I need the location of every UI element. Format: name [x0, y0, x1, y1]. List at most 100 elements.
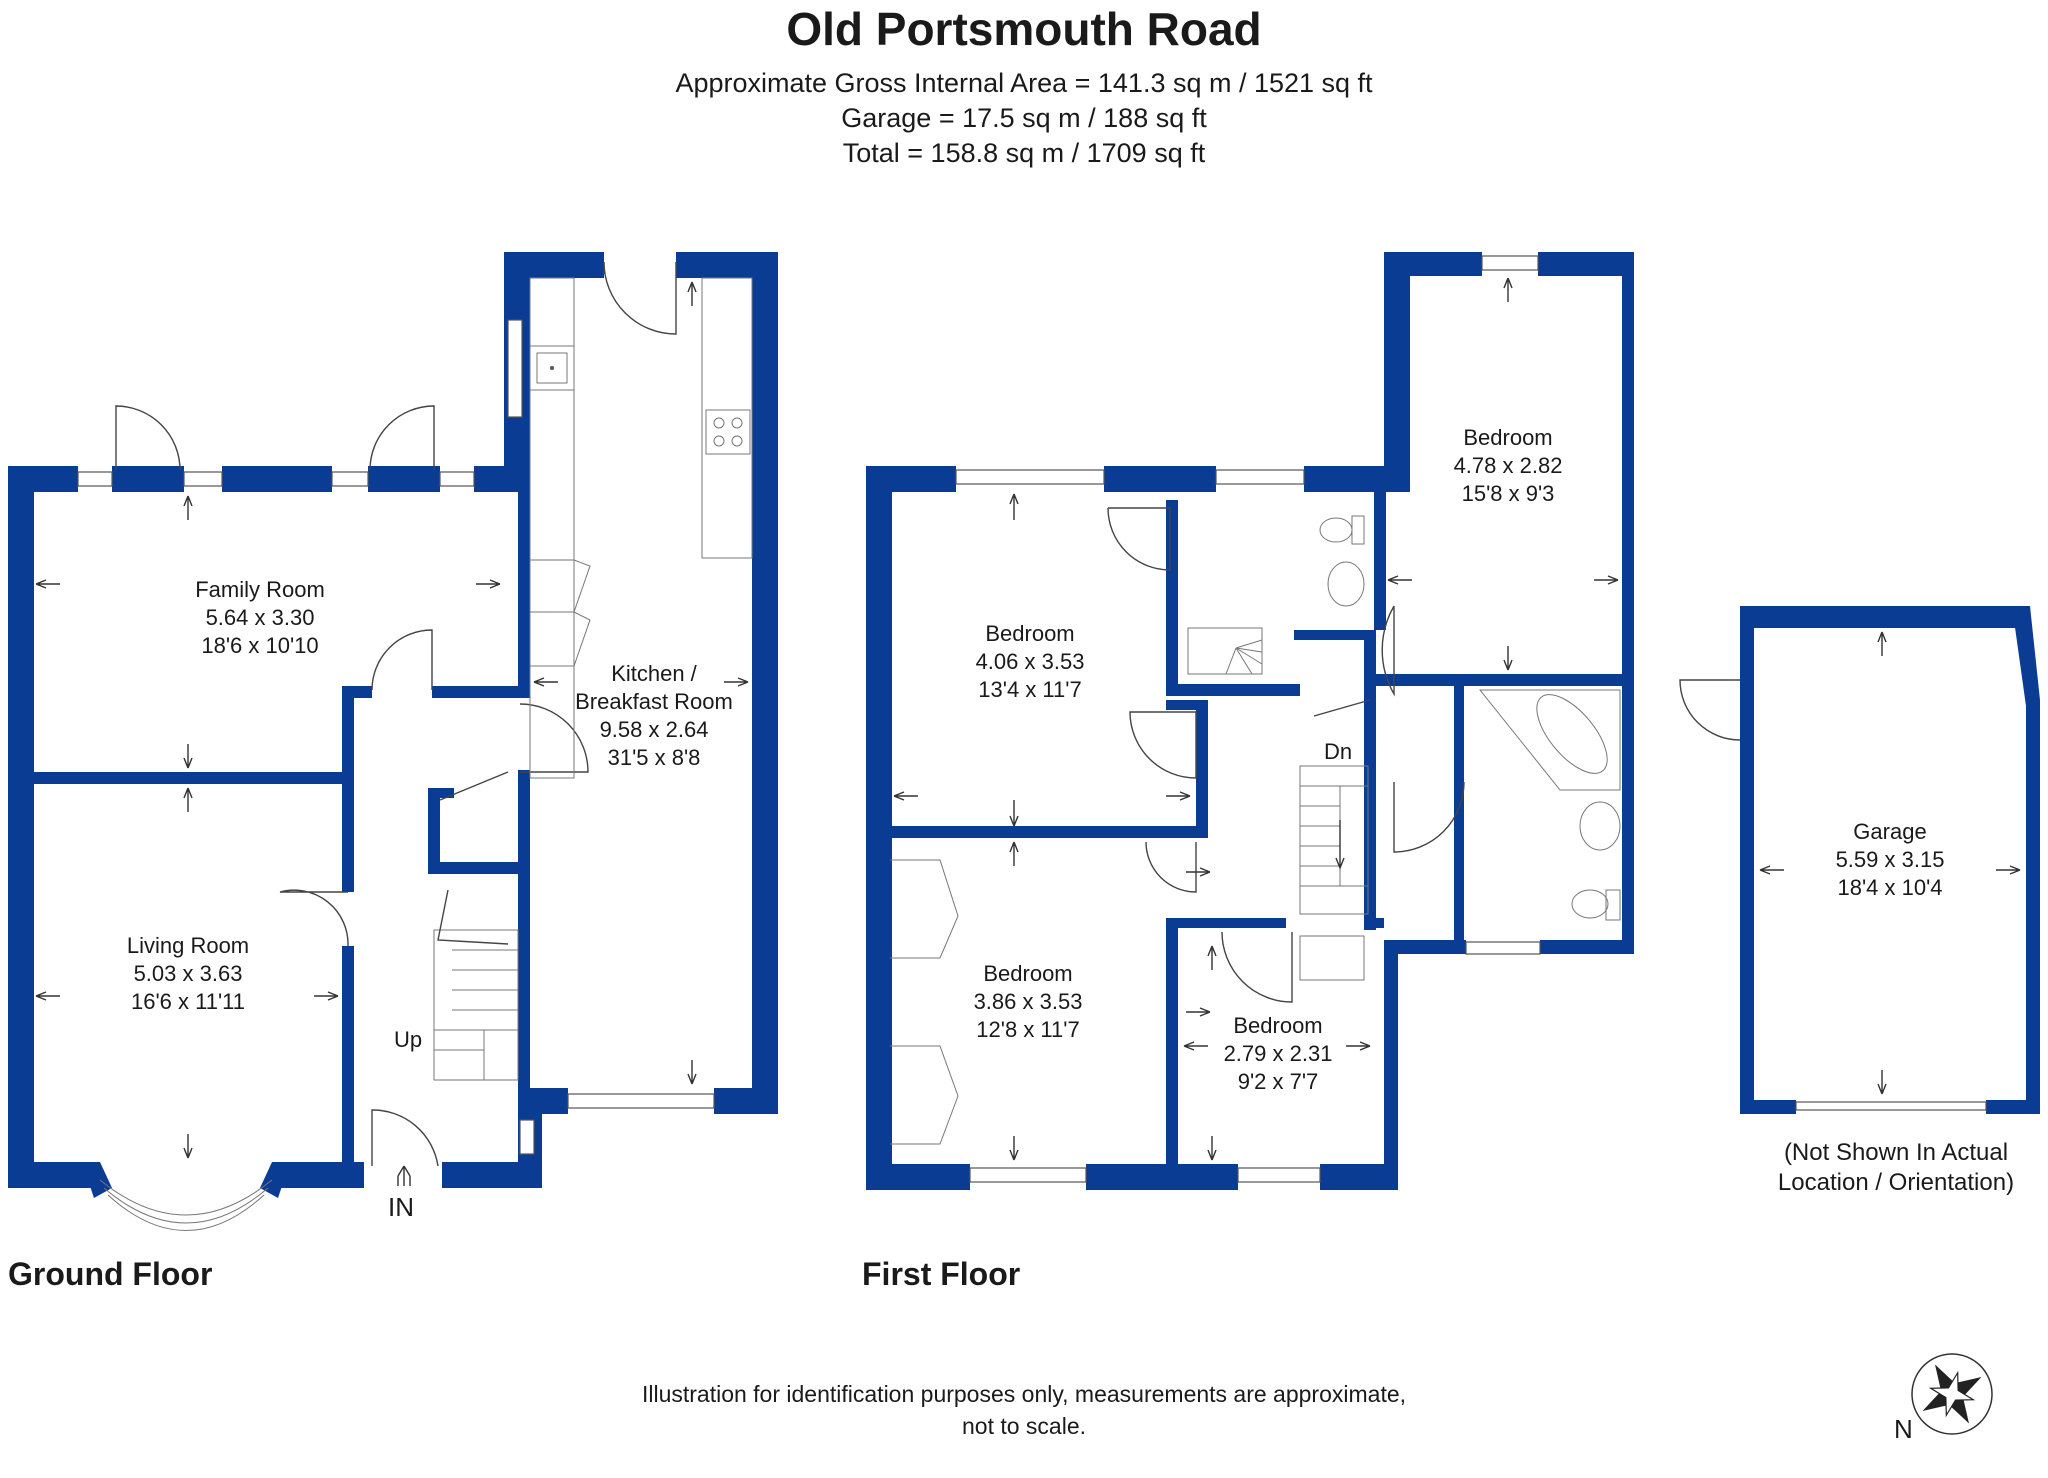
- ff-bed4-top-wall-right: [1364, 918, 1384, 928]
- ff-cupboard-door: [1313, 699, 1371, 717]
- room-name: Bedroom: [1463, 425, 1553, 450]
- ff-bed1-corner: [1166, 700, 1206, 710]
- room-imperial: 12'8 x 11'7: [976, 1017, 1080, 1042]
- ff-bed1-right-wall: [1196, 700, 1208, 836]
- area-line-2: Garage = 17.5 sq m / 188 sq ft: [841, 103, 1207, 133]
- ff-wall-top-1: [866, 466, 956, 492]
- stairs-top-flight: [437, 889, 509, 945]
- first-floor-label: First Floor: [862, 1256, 1021, 1292]
- room-imperial: 16'6 x 11'11: [130, 989, 245, 1014]
- ground-floor-label: Ground Floor: [8, 1256, 213, 1292]
- ff-bed-master-bottom: [1372, 674, 1622, 686]
- family-window-3: [331, 471, 369, 487]
- stairs-down-label: Dn: [1323, 739, 1353, 764]
- ff-wall-top-3: [1304, 466, 1386, 492]
- front-door: [371, 1109, 439, 1167]
- hall-wall-left-lower: [342, 946, 354, 1166]
- room-imperial: 15'8 x 9'3: [1461, 481, 1555, 506]
- room-name: Family Room: [195, 577, 325, 602]
- room-metric: 2.79 x 2.31: [1223, 1041, 1333, 1066]
- ff-bath2-window: [1215, 469, 1305, 485]
- ff-wall-bottom-2: [1086, 1164, 1238, 1190]
- ff-wall-master-top-left: [1384, 252, 1482, 276]
- ff-wall-bath-bottom-right: [1540, 940, 1634, 954]
- hall-window-small: [519, 1119, 535, 1155]
- basin-bathroom: [1579, 801, 1621, 851]
- ff-wall-left: [866, 466, 892, 1190]
- room-name: Living Room: [126, 933, 250, 958]
- family-french-door-left: [115, 405, 181, 471]
- family-window-2: [183, 471, 223, 487]
- ff-bed4-door: [1221, 931, 1293, 1003]
- ff-bed4-top-wall: [1166, 918, 1286, 928]
- room-metric: 9.58 x 2.64: [599, 717, 709, 742]
- room-name: Bedroom: [983, 961, 1073, 986]
- basin-ensuite: [1327, 561, 1365, 607]
- plan-title: Old Portsmouth Road: [786, 3, 1262, 55]
- garage-note: (Not Shown In Actual Location / Orientat…: [1756, 1138, 2036, 1198]
- family-kitchen-joint: [504, 417, 530, 492]
- ff-bath-door: [1393, 781, 1465, 853]
- room-metric: 4.78 x 2.82: [1453, 453, 1563, 478]
- bath-tub: [1536, 694, 1608, 774]
- ff-cupboard-top: [1294, 630, 1374, 640]
- kitchen-window-side: [507, 319, 523, 418]
- room-metric: 5.59 x 3.15: [1835, 847, 1945, 872]
- cupboard-wall-bottom: [428, 862, 518, 874]
- room-imperial: 9'2 x 7'7: [1237, 1069, 1319, 1094]
- room-name: Bedroom: [1233, 1013, 1323, 1038]
- room-imperial: 18'4 x 10'4: [1837, 875, 1943, 900]
- compass-icon: [1911, 1353, 1993, 1435]
- hall-wall-top-left: [342, 686, 372, 698]
- room-imperial: 31'5 x 8'8: [607, 745, 701, 770]
- sink: [529, 345, 575, 391]
- garage-door: [1795, 1101, 1987, 1111]
- family-french-door-right: [369, 405, 435, 471]
- room-name-line1: Kitchen /: [611, 661, 697, 686]
- ff-bath2-bottom-wall: [1166, 684, 1300, 696]
- ff-wall-bath-bottom-left: [1384, 940, 1466, 954]
- ff-bed1-window: [955, 469, 1105, 485]
- ff-bed3-window: [969, 1167, 1087, 1183]
- room-garage: Garage 5.59 x 3.15 18'4 x 10'4: [1790, 818, 1990, 902]
- ff-wall-bottom-1: [866, 1164, 970, 1190]
- area-line-1: Approximate Gross Internal Area = 141.3 …: [675, 68, 1373, 98]
- garage-note-line-2: Location / Orientation): [1777, 1169, 2015, 1196]
- dimension-arrows-first: [893, 277, 1619, 1161]
- room-name-line2: Breakfast Room: [575, 689, 733, 714]
- kitchen-wall-inner-left: [518, 770, 530, 1100]
- room-metric: 5.64 x 3.30: [205, 605, 315, 630]
- hob: [705, 409, 751, 455]
- dimension-arrows-ground: [35, 281, 749, 1186]
- family-hall-door: [371, 629, 433, 691]
- ff-master-window: [1481, 255, 1539, 271]
- room-bedroom-3: Bedroom 3.86 x 3.53 12'8 x 11'7: [928, 960, 1128, 1044]
- wc-ensuite: [1319, 517, 1353, 543]
- room-name: Bedroom: [985, 621, 1075, 646]
- family-living-divider: [34, 772, 350, 784]
- family-wall-top-3: [222, 466, 332, 492]
- kitchen-back-door: [603, 261, 677, 335]
- kitchen-wall-top-left: [504, 252, 604, 278]
- room-bedroom-2: Bedroom 4.78 x 2.82 15'8 x 9'3: [1408, 424, 1608, 508]
- room-metric: 3.86 x 3.53: [973, 989, 1083, 1014]
- garage-side-door: [1679, 679, 1741, 741]
- area-line-3: Total = 158.8 sq m / 1709 sq ft: [842, 138, 1206, 168]
- ff-wall-right: [1622, 252, 1634, 954]
- family-window-4: [439, 471, 475, 487]
- cupboard-door: [439, 771, 509, 801]
- garage-wall-bottom-right: [1986, 1100, 2040, 1114]
- room-imperial: 18'6 x 10'10: [201, 633, 319, 658]
- ff-bath2-door: [1107, 507, 1171, 571]
- ff-bath2-left-wall: [1166, 500, 1178, 686]
- disclaimer: Illustration for identification purposes…: [0, 1378, 2048, 1442]
- room-bedroom-1: Bedroom 4.06 x 3.53 13'4 x 11'7: [930, 620, 1130, 704]
- ff-ensuite-right: [1374, 490, 1386, 630]
- room-living-room: Living Room 5.03 x 3.63 16'6 x 11'11: [88, 932, 288, 1016]
- bath-tub-outline: [1478, 689, 1621, 791]
- room-metric: 4.06 x 3.53: [975, 649, 1085, 674]
- ff-bed3-door: [1145, 841, 1197, 893]
- room-name: Garage: [1853, 819, 1927, 844]
- ff-bed3-right-wall: [1166, 918, 1178, 1164]
- first-floor-plan: [866, 252, 1634, 1190]
